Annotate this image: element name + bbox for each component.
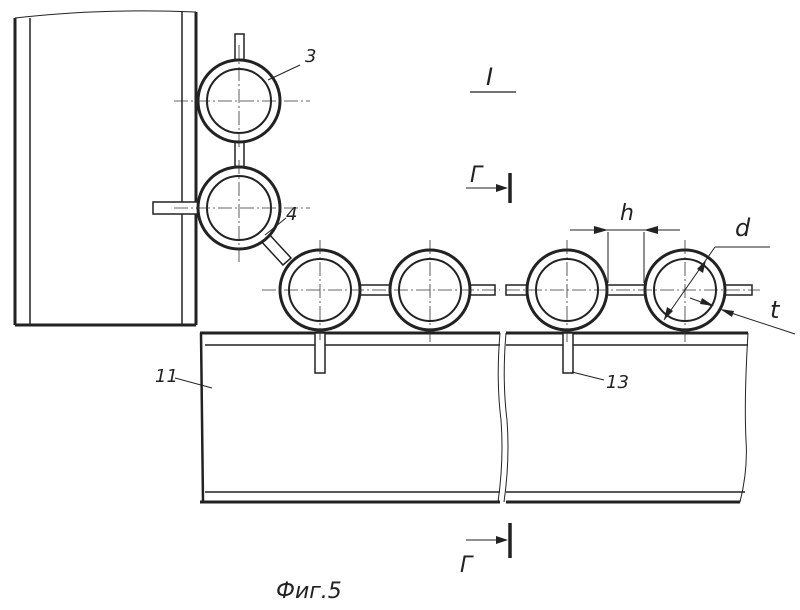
label-dim-t: t: [770, 296, 781, 324]
tubes: [198, 60, 725, 330]
label-dim-d: d: [735, 214, 751, 242]
label-part-11: 11: [155, 366, 178, 387]
section-marks: [466, 173, 510, 558]
base-beam-right: [504, 333, 748, 502]
figure-caption: Фиг.5: [276, 579, 342, 604]
label-dim-h: h: [620, 201, 634, 226]
label-section-top: Г: [470, 163, 484, 188]
label-part-4: 4: [286, 204, 297, 225]
base-beam-left: [200, 333, 502, 502]
label-part-3: 3: [305, 46, 316, 67]
label-detail-view: I: [486, 63, 493, 91]
label-section-bottom: Г: [460, 553, 474, 578]
label-part-13: 13: [606, 372, 629, 393]
left-wall: [15, 11, 196, 325]
